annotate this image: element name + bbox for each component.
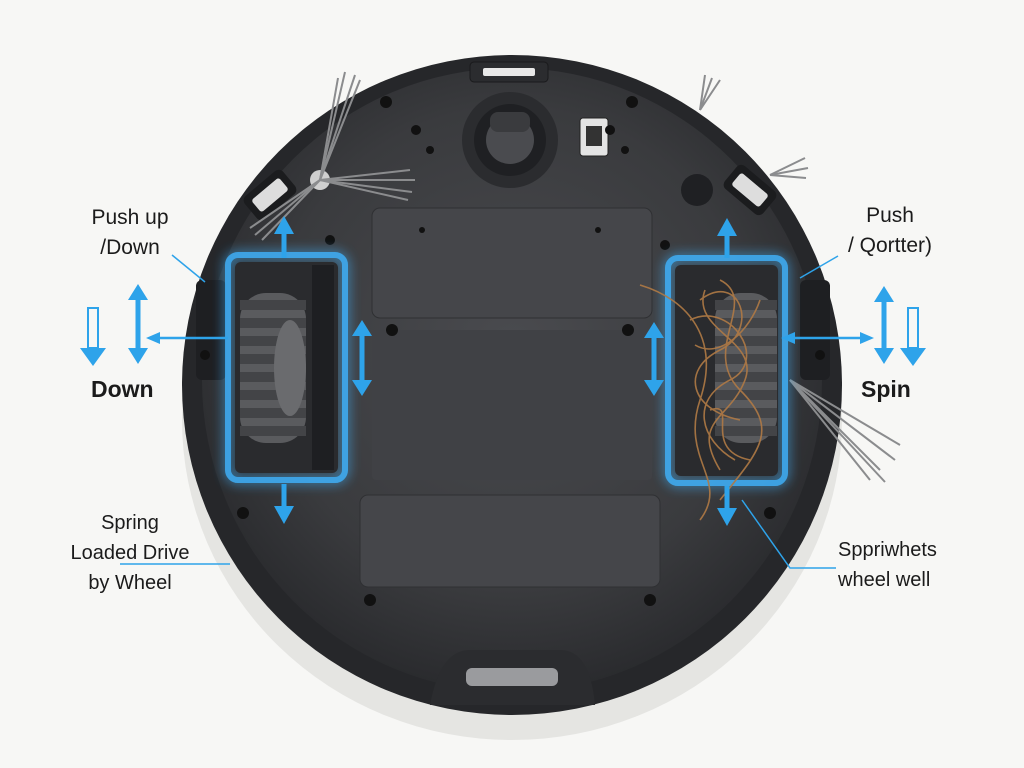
battery-cover xyxy=(359,494,661,588)
middle-panel xyxy=(372,330,652,480)
up-arrow-icon xyxy=(274,216,294,258)
label-line: /Down xyxy=(100,236,160,259)
label-line: by Wheel xyxy=(88,572,172,594)
label-spring-wheel-well: Sppriwhets wheel well xyxy=(838,535,937,595)
label-line: Push up xyxy=(91,206,169,229)
label-line: Sppriwhets xyxy=(838,539,937,561)
rear-handle xyxy=(430,650,595,705)
left-cliff-window xyxy=(243,169,297,221)
caster-wheel-icon xyxy=(462,92,558,188)
down-arrow-icon xyxy=(900,307,926,366)
left-drive-wheel xyxy=(240,293,306,443)
double-arrow-icon xyxy=(352,320,372,396)
side-brush-icon xyxy=(249,71,415,241)
right-drive-wheel xyxy=(715,293,777,443)
label-push-up-down: Push up /Down xyxy=(70,203,190,263)
label-down: Down xyxy=(91,376,154,402)
label-line: wheel well xyxy=(838,569,931,591)
side-brush-icon xyxy=(699,74,901,483)
down-arrow-icon xyxy=(80,307,106,366)
right-bumper-slot xyxy=(800,280,830,380)
label-line: Loaded Drive xyxy=(70,542,190,564)
left-bumper-slot xyxy=(196,280,226,380)
screws xyxy=(200,96,825,606)
label-line: Spring xyxy=(101,512,159,534)
double-arrow-icon xyxy=(874,286,894,364)
leader-lines xyxy=(120,254,839,569)
blue-arrows xyxy=(80,216,926,526)
down-arrow-icon xyxy=(274,484,294,524)
tangled-hair xyxy=(639,279,763,521)
label-line: / Qortter) xyxy=(847,234,932,257)
double-arrow-icon xyxy=(128,284,148,364)
label-push-right: Push / Qortter) xyxy=(830,201,950,261)
right-wheel-module xyxy=(639,255,788,521)
label-spin: Spin xyxy=(861,376,911,402)
top-panel xyxy=(371,207,653,319)
left-wheel-module xyxy=(225,252,348,483)
label-spring-loaded: Spring Loaded Drive by Wheel xyxy=(50,508,210,598)
double-arrow-icon xyxy=(644,322,664,396)
label-line: Push xyxy=(866,204,914,227)
down-arrow-icon xyxy=(717,486,737,526)
up-arrow-icon xyxy=(717,218,737,258)
cliff-sensor xyxy=(681,174,713,206)
right-cliff-window xyxy=(723,164,777,216)
